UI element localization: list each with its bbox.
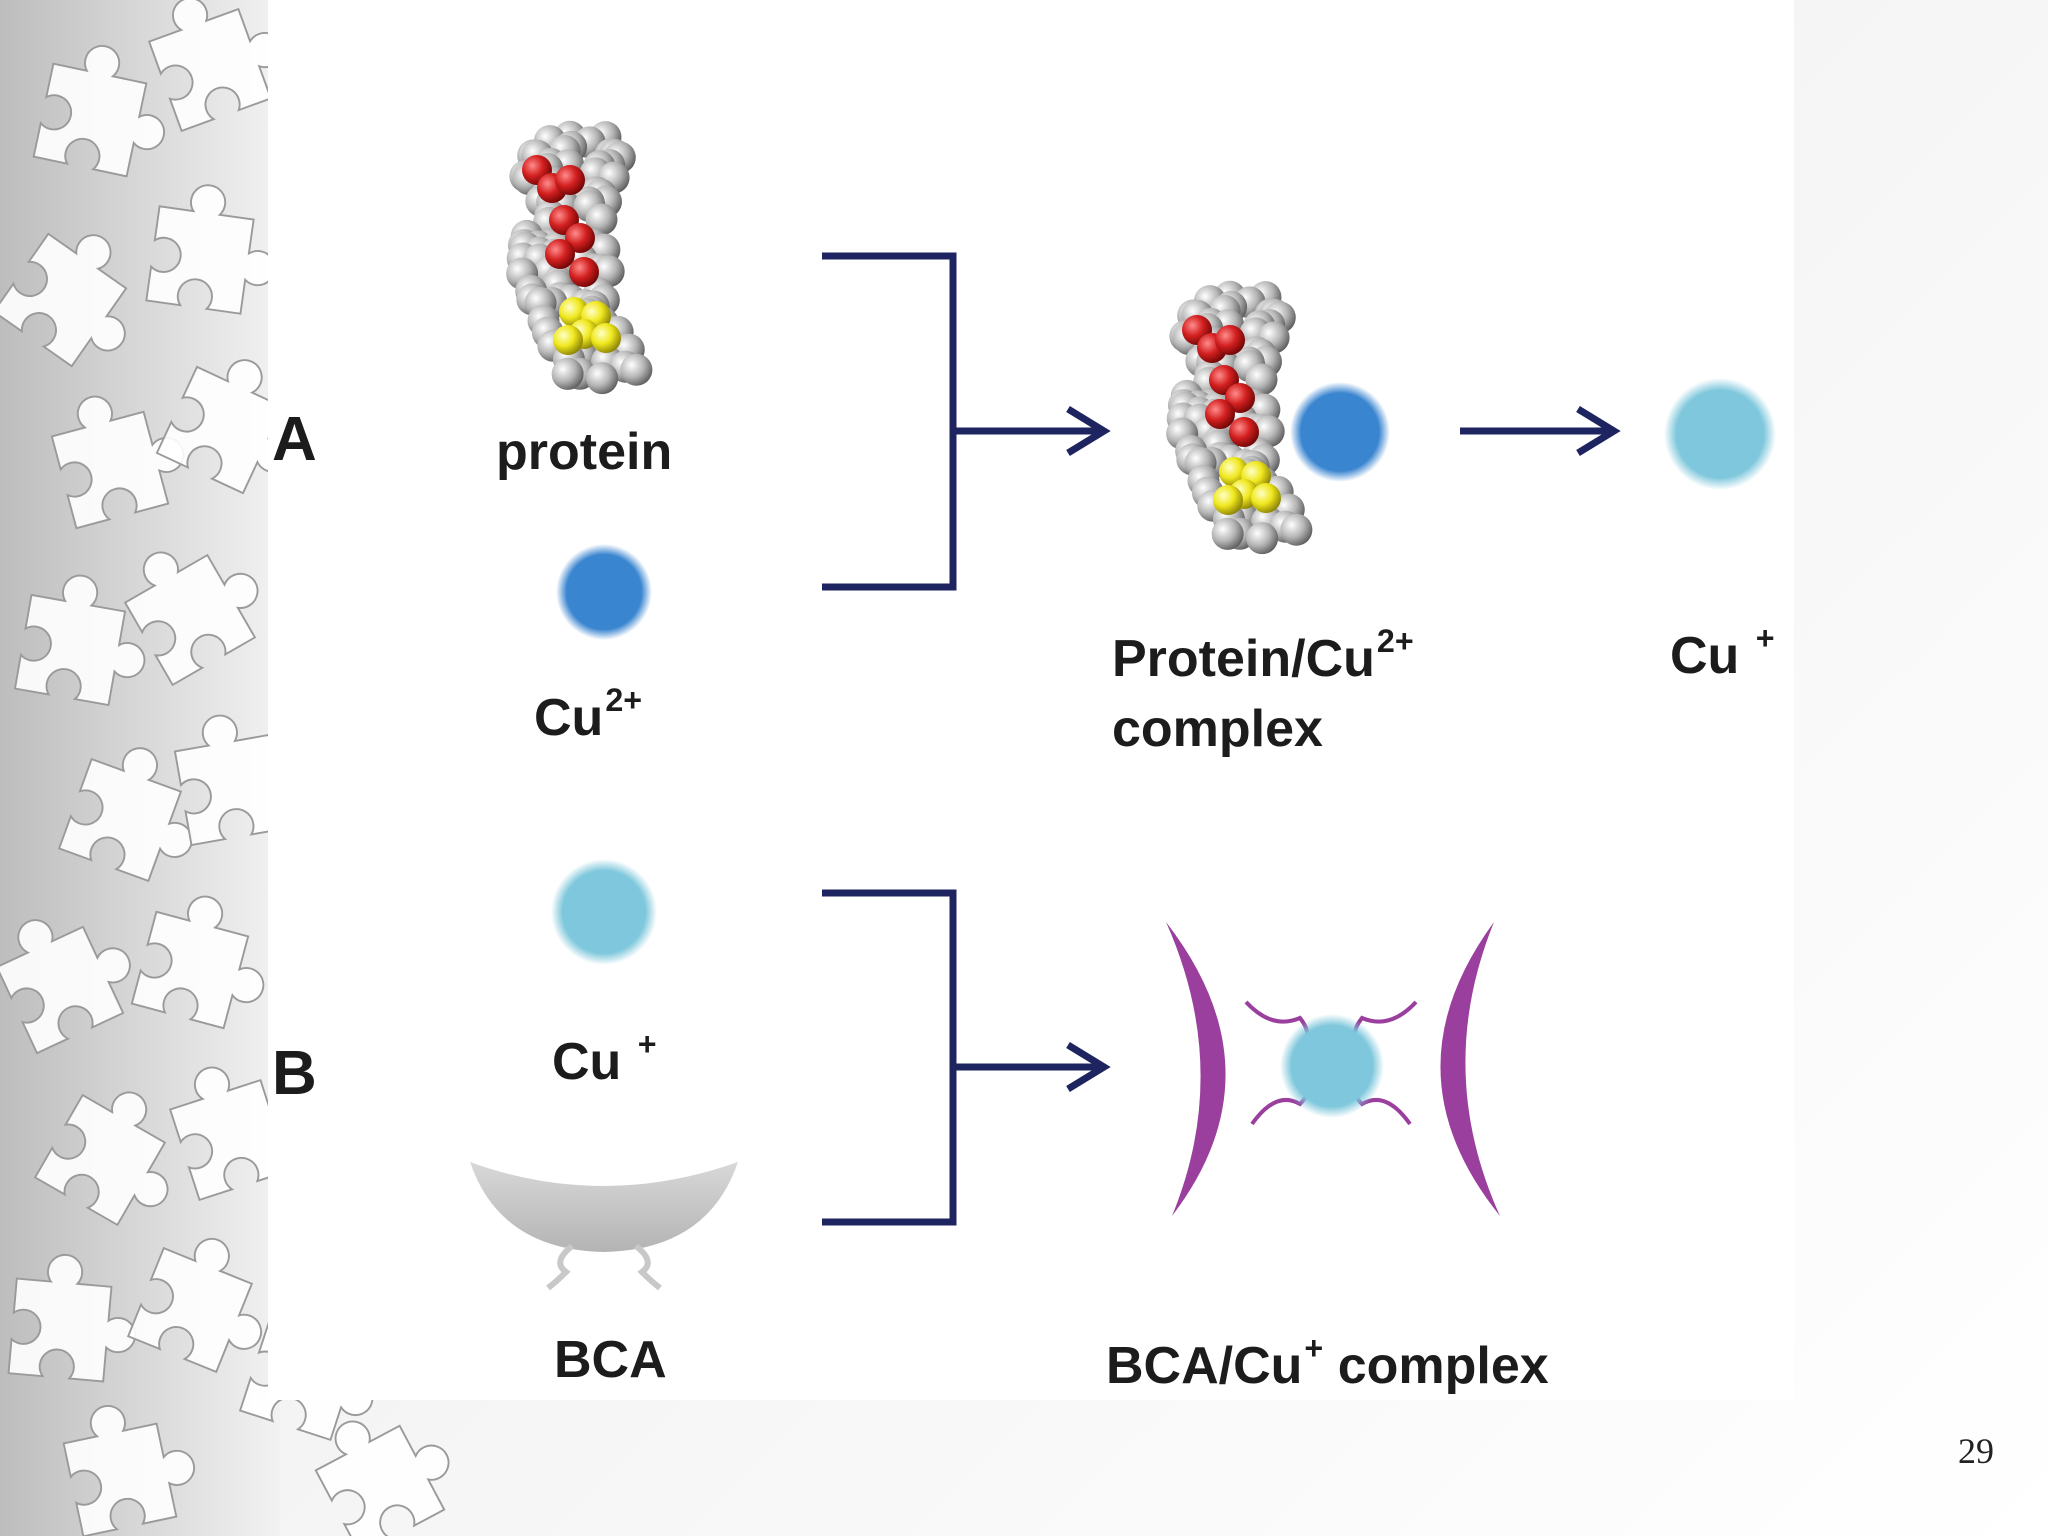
section-b-label: B — [272, 1039, 317, 1108]
bracket-arrow-a — [822, 252, 1621, 591]
protein-atom — [551, 357, 584, 390]
bca-cu1-complex-label: BCA/Cu+ complex — [1106, 1330, 1549, 1396]
protein-atom — [620, 353, 653, 386]
residue-yellow-atom — [553, 325, 583, 355]
residue-red-atom — [565, 223, 595, 253]
bca-cu1-complex — [1166, 922, 1500, 1216]
bca-label: BCA — [554, 1331, 667, 1389]
residue-yellow-atom — [1213, 485, 1243, 515]
bracket-b — [822, 889, 957, 1226]
bracket-arrow-b — [822, 889, 1111, 1226]
arrowhead-b — [1066, 1042, 1111, 1092]
bca-ligand-arms — [546, 1243, 662, 1291]
cu1-label-b: Cu + — [552, 1026, 657, 1092]
protein-atom — [1211, 517, 1244, 550]
cu2-label: Cu2+ — [534, 682, 643, 748]
residue-red-atom — [1205, 399, 1235, 429]
bca-crescent-right — [1440, 922, 1500, 1216]
bca-bowl — [470, 1162, 738, 1252]
protein-atom — [1280, 513, 1313, 546]
residue-red-atom — [545, 239, 575, 269]
cu1-ion-a — [1664, 378, 1776, 490]
residue-red-atom — [555, 165, 585, 195]
residue-yellow-atom — [1251, 483, 1281, 513]
page-number: 29 — [1958, 1431, 1994, 1471]
residue-red-atom — [1225, 383, 1255, 413]
arrowhead-a — [1066, 406, 1111, 456]
cu2-ion-a — [556, 544, 652, 640]
residue-red-atom — [569, 257, 599, 287]
residue-red-atom — [1215, 325, 1245, 355]
protein-cu2-complex — [1166, 280, 1390, 555]
protein-atom — [1245, 363, 1278, 396]
protein-atom — [1246, 522, 1279, 555]
cu2-ion-complex — [1290, 382, 1390, 482]
arrowhead-a2 — [1576, 406, 1621, 456]
residue-yellow-atom — [591, 323, 621, 353]
section-a-label: A — [272, 405, 317, 474]
protein-molecule-a — [506, 120, 653, 395]
cu1-label-a: Cu + — [1670, 620, 1775, 686]
protein-atom — [585, 203, 618, 236]
protein-label: protein — [496, 423, 673, 481]
bca-reagent — [470, 1162, 738, 1291]
bracket-a — [822, 252, 957, 591]
residue-red-atom — [1229, 417, 1259, 447]
cu1-ion-b — [551, 859, 657, 965]
cu1-ion-complex — [1280, 1014, 1384, 1118]
bca-crescent-left — [1166, 922, 1226, 1216]
protein-atom — [586, 362, 619, 395]
protein-cu2-complex-label: Protein/Cu2+complex — [1112, 623, 1414, 759]
